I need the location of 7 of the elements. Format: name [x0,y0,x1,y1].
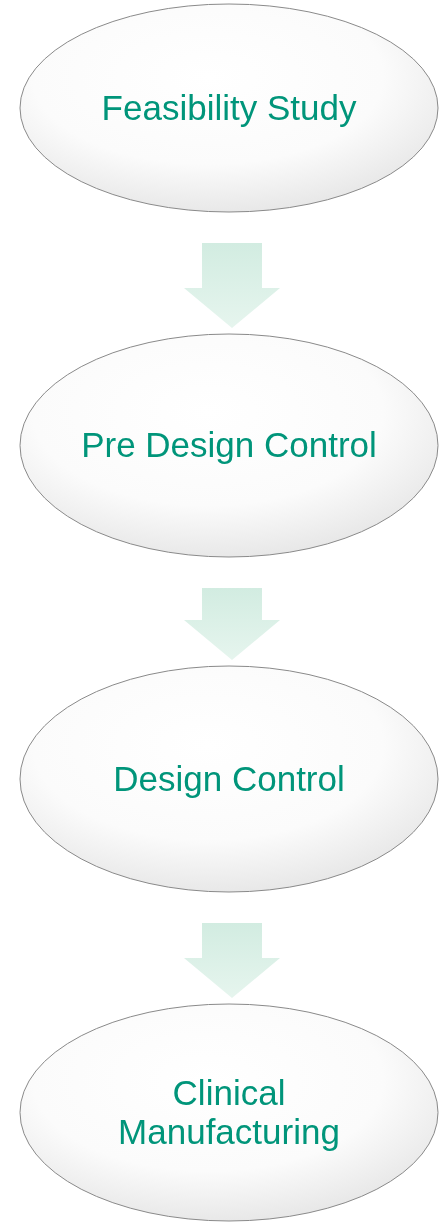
block-arrow [184,588,280,660]
stage-label: Feasibility Study [101,88,357,128]
block-arrow [184,243,280,328]
stage-label: Pre Design Control [81,426,377,465]
stage-label: Clinical Manufacturing [117,1074,341,1151]
stage-label: Design Control [113,759,345,799]
block-arrow [184,923,280,998]
